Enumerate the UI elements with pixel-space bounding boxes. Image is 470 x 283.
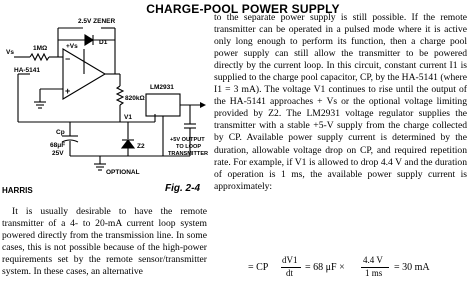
label-optional: OPTIONAL xyxy=(106,169,140,176)
label-z2: Z2 xyxy=(137,143,145,150)
label-cp: Cp xyxy=(56,129,65,136)
eq-den1: dt xyxy=(286,268,294,278)
label-r1: 1MΩ xyxy=(33,45,47,52)
label-cp-val2: 25V xyxy=(52,150,64,157)
eq-rhs: = 30 mA xyxy=(394,262,430,273)
label-reg: LM2931 xyxy=(150,84,174,91)
opamp-minus: − xyxy=(65,54,70,64)
schematic-svg: − + 2.5V ZENER D1 Vs 1MΩ +Vs HA-5141 V1 … xyxy=(6,18,208,176)
eq-fracline-1 xyxy=(281,267,301,268)
eq-mid: = 68 μF × xyxy=(305,262,345,273)
eq-fracline-2 xyxy=(361,267,389,268)
label-ic: HA-5141 xyxy=(14,67,40,74)
circuit-diagram: − + 2.5V ZENER D1 Vs 1MΩ +Vs HA-5141 V1 … xyxy=(0,14,212,194)
eq-den2: 1 ms xyxy=(365,268,383,278)
figure-brand: HARRIS xyxy=(2,186,33,195)
eq-num1: dV1 xyxy=(282,255,298,265)
opamp-plus: + xyxy=(65,86,70,96)
eq-lhs: = CP xyxy=(248,262,269,273)
label-out3: TRANSMITTER xyxy=(168,151,208,157)
left-column-text: It is usually desirable to have the remo… xyxy=(2,206,207,278)
figure-caption: Fig. 2-4 xyxy=(165,183,201,194)
label-out1: +5V OUTPUT xyxy=(170,137,205,143)
page-title: CHARGE-POOL POWER SUPPLY xyxy=(146,2,340,16)
label-r2: 820kΩ xyxy=(125,95,145,102)
equation: = CP dV1 dt = 68 μF × 4.4 V 1 ms = 30 mA xyxy=(248,255,458,281)
label-plus-vs: +Vs xyxy=(66,43,78,50)
label-out2: TO LOOP xyxy=(176,144,201,150)
label-v1: V1 xyxy=(124,114,132,121)
label-cp-val1: 68μF xyxy=(50,142,65,149)
right-column-text: to the separate power supply is still po… xyxy=(214,12,467,192)
label-d1: D1 xyxy=(99,39,108,46)
label-zener: 2.5V ZENER xyxy=(78,18,116,25)
label-vs: Vs xyxy=(6,49,14,56)
eq-num2: 4.4 V xyxy=(363,255,383,265)
